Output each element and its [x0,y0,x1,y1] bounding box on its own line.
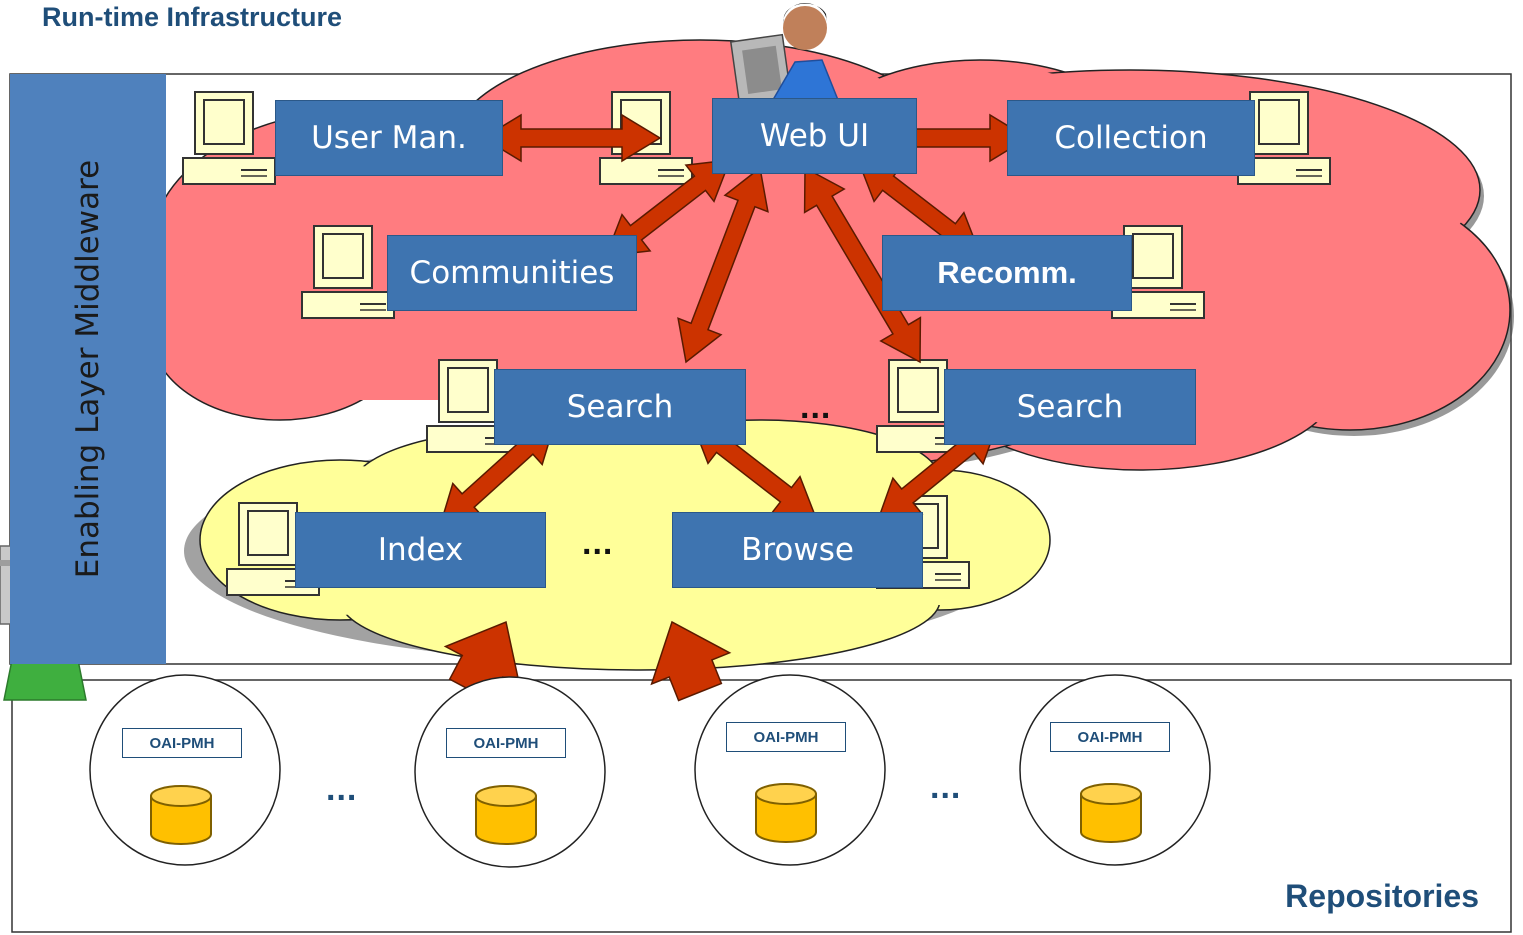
repositories-label: Repositories [1285,878,1479,914]
arrow-webui-search-1 [677,166,769,364]
service-user-man: User Man. [275,100,503,176]
index-ellipsis: ... [582,524,614,562]
oai-pmh-label-4: OAI-PMH [1050,722,1170,752]
service-search-2: Search [944,369,1196,445]
user-workstation-icon [729,3,840,108]
arrow-webui-userman [481,113,662,163]
repo-ellipsis-2: ... [930,768,962,806]
database-icon [150,785,212,845]
arrow-webui-search-2 [803,166,922,364]
service-index: Index [295,512,546,588]
service-collection: Collection [1007,100,1255,176]
database-icon [475,785,537,845]
service-recomm: Recomm. [882,235,1132,311]
service-search-1: Search [494,369,746,445]
middleware-bar [10,74,166,664]
oai-pmh-label-2: OAI-PMH [446,728,566,758]
repository-node [414,676,606,868]
page-title: Run-time Infrastructure [42,2,343,32]
service-web-ui: Web UI [712,98,917,174]
service-browse: Browse [672,512,923,588]
database-icon [755,783,817,843]
oai-pmh-label-1: OAI-PMH [122,728,242,758]
repository-node [89,674,281,866]
search-ellipsis: ... [800,388,832,426]
oai-pmh-label-3: OAI-PMH [726,722,846,752]
service-communities: Communities [387,235,637,311]
arrow-repo-browse [650,620,732,702]
middleware-label: Enabling Layer Middleware [70,159,106,579]
database-icon [1080,783,1142,843]
repo-ellipsis-1: ... [326,770,358,808]
